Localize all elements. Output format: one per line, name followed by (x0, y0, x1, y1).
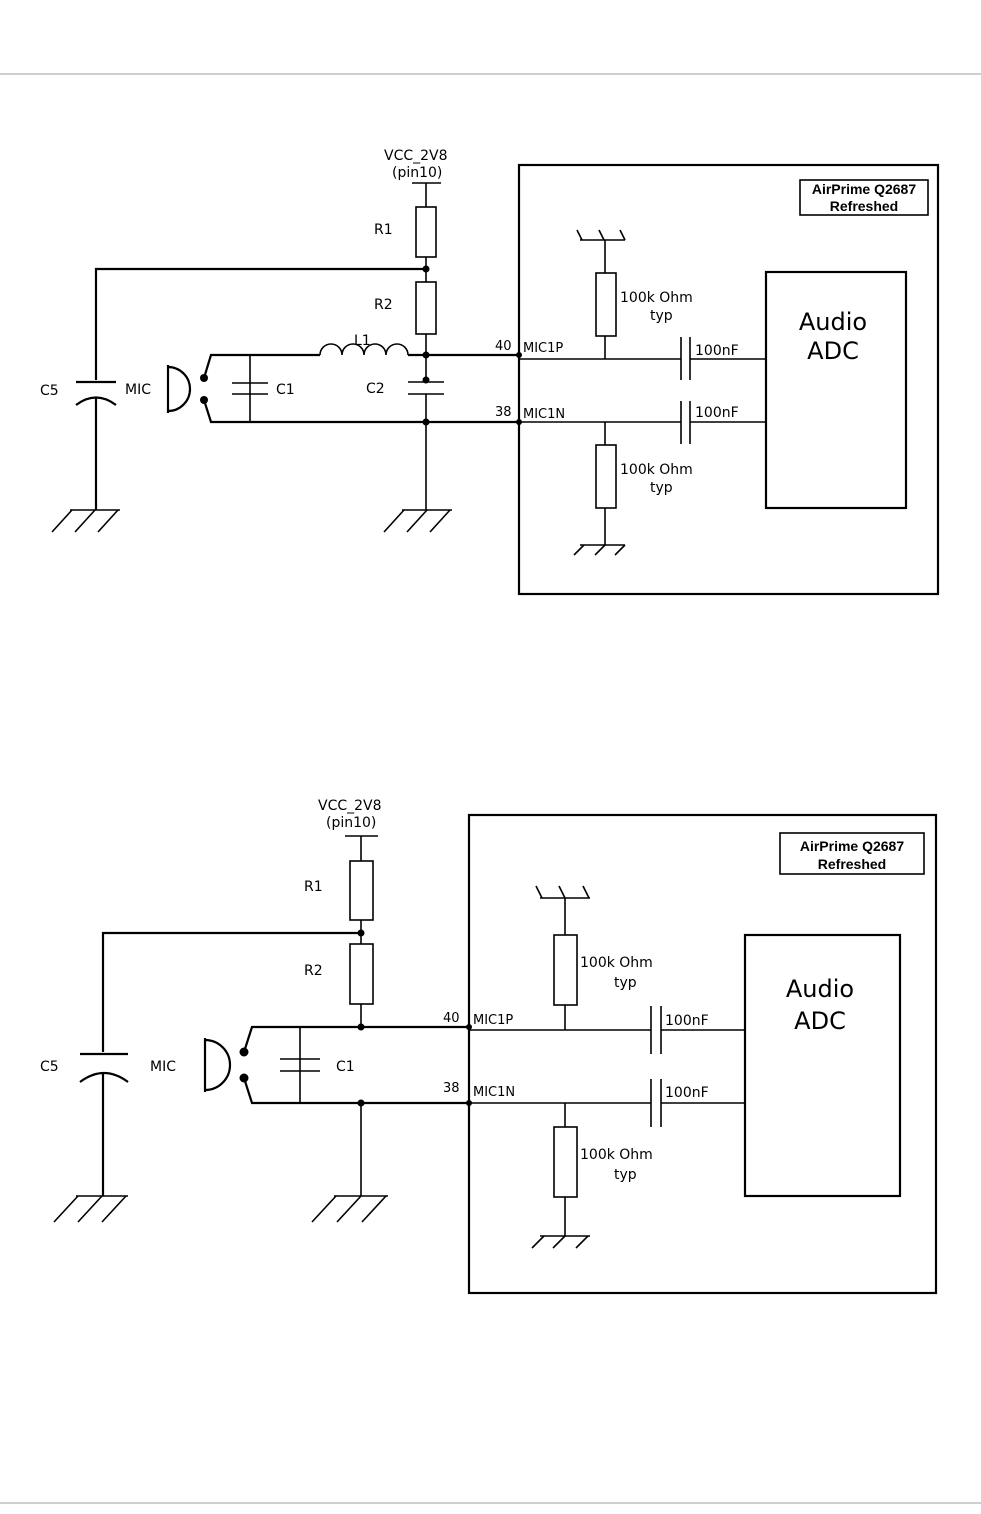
module-name-line1: AirPrime Q2687 (812, 181, 916, 197)
r1-label: R1 (374, 222, 393, 238)
r2-resistor (416, 282, 436, 334)
ground-symbol (532, 1236, 590, 1248)
c5-capacitor (76, 382, 116, 510)
module-name-line2: Refreshed (830, 198, 898, 214)
ground-symbol (574, 545, 625, 555)
coupling-cap-bottom-label: 100nF (695, 405, 739, 421)
junction-dot (358, 1024, 365, 1031)
bias-res-value: 100k Ohm (620, 462, 693, 478)
module-box (469, 815, 936, 1293)
pin40-name: MIC1P (523, 341, 563, 356)
r2-label: R2 (304, 963, 323, 979)
pin38-number: 38 (443, 1081, 460, 1096)
r1-resistor (350, 861, 373, 920)
vcc-supply-symbol (345, 836, 378, 861)
pin40-number: 40 (495, 339, 512, 354)
vcc-pin-label: (pin10) (392, 165, 442, 181)
r2-label: R2 (374, 297, 393, 313)
vcc-supply-symbol (412, 183, 441, 207)
coupling-cap-top-label: 100nF (695, 343, 739, 359)
module-name-line2: Refreshed (818, 856, 886, 872)
c1-capacitor (232, 355, 268, 422)
bias-res-note: typ (614, 975, 637, 991)
bias-res-note: typ (650, 480, 673, 496)
adc-label-line2: ADC (807, 337, 859, 365)
bias-resistor-bottom (596, 445, 616, 508)
r2-resistor (350, 944, 373, 1004)
bias-res-value: 100k Ohm (620, 290, 693, 306)
bias-res-note: typ (650, 308, 673, 324)
module-box (519, 165, 938, 594)
bias-resistor-top (596, 273, 616, 336)
pin38-name: MIC1N (473, 1085, 515, 1100)
mic-label: MIC (150, 1059, 176, 1075)
ground-symbol (312, 1196, 388, 1222)
schematic-with-filter: VCC_2V8 (pin10) R1 R2 C5 (40, 148, 938, 594)
vcc-label: VCC_2V8 (384, 148, 448, 164)
c1-label: C1 (276, 382, 295, 398)
bias-res-value: 100k Ohm (580, 955, 653, 971)
coupling-cap-top-label: 100nF (665, 1013, 709, 1029)
l1-label: L1 (354, 333, 371, 349)
top-rule (0, 73, 981, 75)
bias-wire (96, 269, 426, 380)
c5-label: C5 (40, 1059, 59, 1075)
ground-symbol (54, 1196, 128, 1222)
pin38-number: 38 (495, 405, 512, 420)
bottom-rule (0, 1502, 981, 1504)
vcc-pin-label: (pin10) (326, 815, 376, 831)
c5-label: C5 (40, 383, 59, 399)
c1-capacitor (280, 1027, 320, 1103)
module-name-line1: AirPrime Q2687 (800, 838, 904, 854)
bias-res-note: typ (614, 1167, 637, 1183)
pin40-name: MIC1P (473, 1013, 513, 1028)
r1-resistor (416, 207, 436, 257)
ground-symbol (384, 510, 452, 532)
ground-symbol (577, 230, 625, 273)
bias-res-value: 100k Ohm (580, 1147, 653, 1163)
c5-capacitor (80, 1054, 128, 1196)
vcc-label: VCC_2V8 (318, 798, 382, 814)
bias-wire (103, 933, 361, 1052)
c1-label: C1 (336, 1059, 355, 1075)
ground-symbol (52, 510, 120, 532)
junction-dot (423, 377, 430, 384)
microphone-icon (168, 355, 426, 422)
c2-capacitor (408, 355, 444, 422)
mic-label: MIC (125, 382, 151, 398)
pin40-number: 40 (443, 1011, 460, 1026)
r1-label: R1 (304, 879, 323, 895)
adc-label-line1: Audio (799, 308, 867, 336)
adc-label-line2: ADC (794, 1007, 846, 1035)
schematic-without-filter: VCC_2V8 (pin10) R1 R2 C5 (40, 798, 936, 1293)
bias-resistor-bottom (554, 1127, 577, 1197)
bias-resistor-top (554, 935, 577, 1005)
ground-symbol (536, 886, 590, 935)
adc-label-line1: Audio (786, 975, 854, 1003)
c2-label: C2 (366, 381, 385, 397)
coupling-cap-bottom-label: 100nF (665, 1085, 709, 1101)
pin38-name: MIC1N (523, 407, 565, 422)
